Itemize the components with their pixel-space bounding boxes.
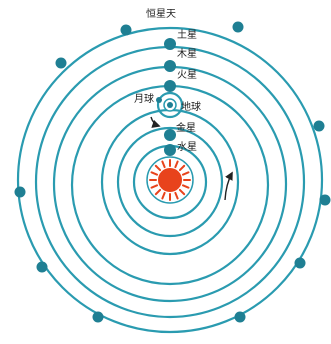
sun-ray (178, 164, 186, 172)
mercury-dot (164, 144, 176, 156)
fixed-star-dot (55, 57, 67, 69)
sun (146, 156, 194, 204)
earth-dot (167, 102, 173, 108)
sun-ray (174, 191, 179, 200)
sun-orbit-arrow (224, 171, 233, 201)
sun-ray (150, 184, 159, 189)
fixed-star-dot (92, 311, 104, 323)
sun-ray (150, 171, 159, 176)
earth (156, 97, 177, 112)
earth-orbit-arrow (150, 116, 161, 128)
sun-ray (161, 160, 166, 169)
sun-core (158, 168, 182, 192)
orbit-fixed-stars (16, 26, 324, 334)
sun-ray (178, 188, 186, 196)
orbit-venus (116, 126, 224, 238)
sun-ray (161, 191, 166, 200)
mars-dot (164, 80, 176, 92)
fixed-star-dot (14, 186, 26, 198)
moon-dot (156, 97, 162, 103)
label-saturn: 土星 (177, 28, 197, 41)
sun-ray (181, 171, 190, 176)
fixed-star-dot (232, 21, 244, 33)
jupiter-dot (164, 60, 176, 72)
label-venus: 金星 (176, 121, 196, 134)
sun-ray (154, 188, 162, 196)
fixed-star-dot (120, 24, 132, 36)
label-mars: 火星 (177, 69, 197, 81)
bodies (14, 21, 331, 323)
label-moon: 月球 (134, 92, 154, 105)
sun-ray (181, 184, 190, 189)
sun-ray (174, 160, 179, 169)
label-fixed-stars: 恒星天 (146, 7, 176, 20)
motion-arrows (150, 116, 233, 201)
sun-rays (149, 159, 191, 201)
label-earth: 地球 (181, 100, 201, 113)
fixed-star-dot (319, 194, 331, 206)
sun-ray (154, 164, 162, 172)
venus-dot (164, 129, 176, 141)
labels: 恒星天 土星 木星 火星 月球 地球 金星 水星 (134, 7, 201, 153)
fixed-star-dot (294, 257, 306, 269)
orbit-moon (156, 91, 184, 119)
label-jupiter: 木星 (177, 48, 197, 60)
fixed-star-dot (234, 311, 246, 323)
fixed-star-dot (36, 261, 48, 273)
saturn-dot (164, 38, 176, 50)
label-mercury: 水星 (177, 141, 197, 153)
fixed-star-dot (313, 120, 325, 132)
